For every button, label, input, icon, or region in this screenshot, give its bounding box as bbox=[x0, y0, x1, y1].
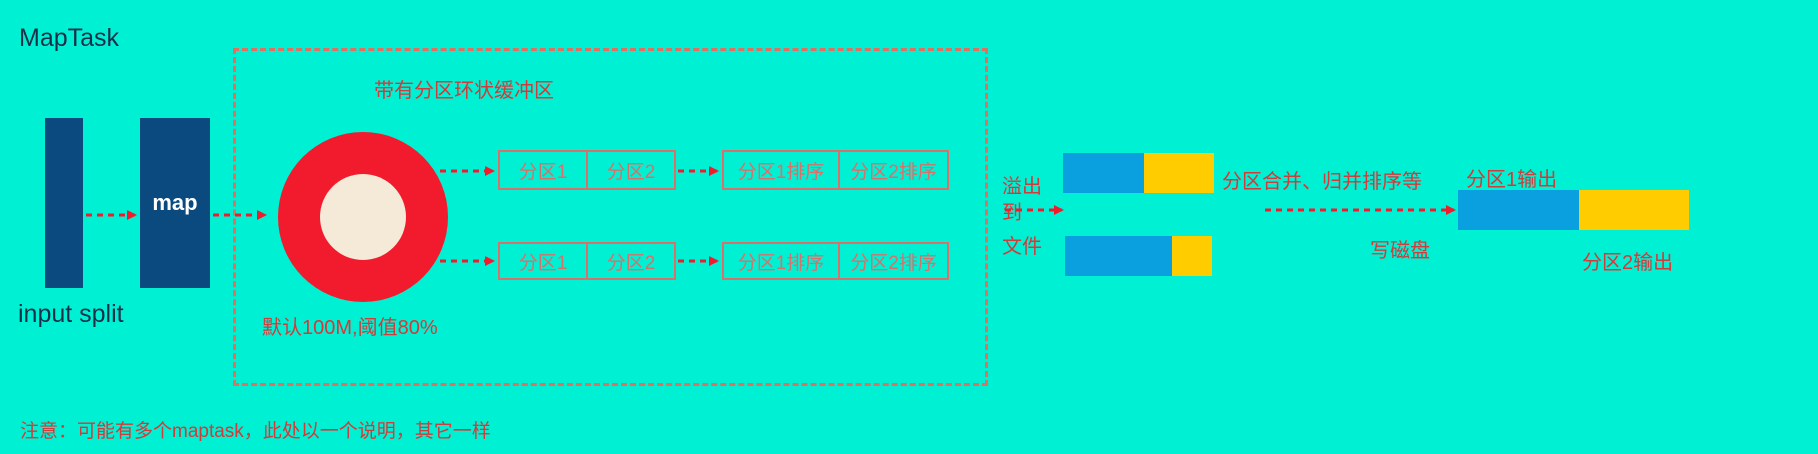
output-partition-2 bbox=[1579, 190, 1689, 230]
row2-partition-2: 分区2 bbox=[586, 242, 676, 280]
spill-label-line1: 溢出 bbox=[1002, 176, 1042, 198]
spill-label-line2: 到 bbox=[1002, 202, 1022, 224]
write-disk-label: 写磁盘 bbox=[1370, 240, 1430, 262]
maptask-title: MapTask bbox=[19, 24, 120, 52]
map-label: map bbox=[152, 190, 198, 215]
buffer-box bbox=[233, 48, 988, 386]
output-partition-1-label: 分区1输出 bbox=[1466, 169, 1558, 191]
output-partition-1 bbox=[1458, 190, 1580, 230]
spill-file-2-partition-1 bbox=[1065, 236, 1173, 276]
ring-buffer-center bbox=[320, 174, 406, 260]
row2-sorted-partition-2: 分区2排序 bbox=[838, 242, 949, 280]
spill-file-2-partition-2 bbox=[1172, 236, 1212, 276]
spill-label-line3: 文件 bbox=[1002, 236, 1042, 258]
input-split-label: input split bbox=[18, 300, 124, 328]
spill-file-1-partition-2 bbox=[1144, 153, 1214, 193]
row1-partition-2: 分区2 bbox=[586, 150, 676, 190]
buffer-default-label: 默认100M,阈值80% bbox=[262, 317, 438, 339]
input-split-bar bbox=[45, 118, 83, 288]
map-block: map bbox=[140, 118, 210, 288]
footnote: 注意：可能有多个maptask，此处以一个说明，其它一样 bbox=[20, 421, 491, 442]
merge-label: 分区合并、归并排序等 bbox=[1222, 171, 1422, 193]
output-partition-2-label: 分区2输出 bbox=[1582, 252, 1674, 274]
buffer-title: 带有分区环状缓冲区 bbox=[374, 80, 554, 102]
row1-sorted-partition-2: 分区2排序 bbox=[838, 150, 949, 190]
spill-file-1-partition-1 bbox=[1063, 153, 1145, 193]
